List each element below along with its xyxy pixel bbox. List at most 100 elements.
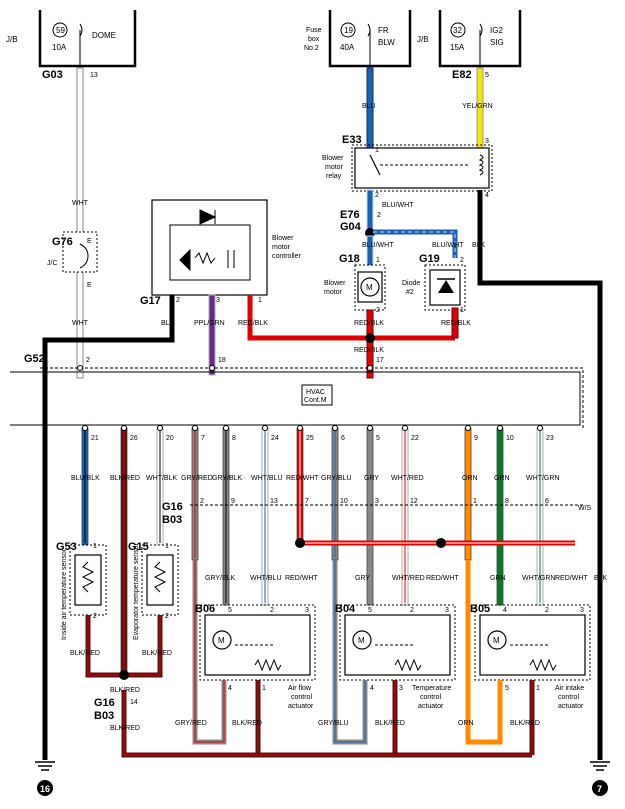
conn-e33: E33 (342, 134, 362, 146)
relay-label-3: relay (326, 173, 342, 180)
conn-g04: G04 (340, 221, 362, 233)
ground-left-symbol (35, 761, 55, 796)
actuator-intake (474, 604, 591, 681)
conn-b05: B05 (470, 603, 490, 615)
b05-pin-3: 3 (580, 607, 584, 614)
relay-label-2: motor (325, 164, 344, 171)
actuator-bottom-wires (121, 560, 535, 758)
g76-e-top: E (87, 238, 92, 245)
hvac-pin-dot-20 (157, 425, 163, 431)
controller-label-3: controller (272, 253, 301, 260)
g19-pin-1: 1 (460, 307, 464, 314)
g15-pin-1: 1 (165, 543, 169, 550)
g53-blkred-label: BLK/RED (70, 650, 100, 657)
hvac-wire-label-23: WHT/GRN (526, 475, 559, 482)
blower-motor-symbol (360, 277, 380, 297)
conn-b03b: B03 (94, 710, 114, 722)
blower-relay-body (354, 147, 490, 189)
g16-pin-12: 12 (410, 498, 418, 505)
sensor-inside-label: Inside air temperature sensor (61, 548, 68, 640)
wire-blu-label: BLU (362, 103, 376, 110)
wire-wht-left (76, 30, 84, 379)
fuse-blw-name-2: BLW (378, 38, 395, 47)
wire-blk-right (477, 190, 603, 760)
b06-wire-redwht: RED/WHT (285, 575, 318, 582)
b06-wire-whtblu: WHT/BLU (250, 575, 282, 582)
jb-right-label: J/B (417, 35, 429, 44)
g15-blkred-label: BLK/RED (142, 650, 172, 657)
g53-pin-1: 1 (93, 543, 97, 550)
act-temp-label-2: control (420, 694, 441, 701)
hvac-wire-label-5: GRY (364, 475, 379, 482)
act-intake-label-1: Air intake (555, 685, 584, 692)
hvac-lower-wires (81, 425, 544, 676)
hvac-wire-label-9: ORN (462, 475, 478, 482)
conn-g15: G15 (128, 541, 149, 553)
hvac-wire-label-20: WHT/BLK (146, 475, 177, 482)
hvac-pin-dot-7 (192, 425, 198, 431)
hvac-pin-22: 22 (411, 435, 419, 442)
hvac-wire-label-22: WHT/RED (391, 475, 424, 482)
act-air-label-3: actuator (288, 703, 314, 710)
g17-pin-2: 2 (176, 297, 180, 304)
wire-ppl-grn-label: PPL/GRN (194, 320, 225, 327)
wire-wht-mid-label: WHT (72, 320, 89, 327)
hvac-wire-label-24: WHT/BLU (251, 475, 283, 482)
g53-pin-2: 2 (93, 613, 97, 620)
fuse-dome-number: 59 (56, 26, 65, 35)
hvac-wire-label-10: GRN (494, 475, 510, 482)
junc-blkred-label: BLK/RED (110, 687, 140, 694)
b06-pin-4: 4 (228, 685, 232, 692)
jc-g76-symbol (79, 243, 89, 269)
blower-motor-label-2: motor (324, 289, 343, 296)
b06-pin-5: 5 (228, 607, 232, 614)
relay-switch (369, 154, 381, 176)
wire-blk-left (42, 295, 175, 760)
hvac-pin-21: 21 (91, 435, 99, 442)
hvac-pin-dot-8 (223, 425, 229, 431)
conn-e76-pin: 2 (377, 212, 381, 219)
fuse-dome-name: DOME (92, 31, 116, 40)
splice-red-blk (365, 333, 375, 343)
fuse-ig2-number: 32 (453, 26, 462, 35)
fusebox-label-1: Fuse (306, 27, 322, 34)
conn-b04: B04 (335, 603, 356, 615)
g17-pin-3: 3 (216, 297, 220, 304)
wire-ppl-grn (208, 294, 216, 376)
wire-blu-wht-1 (366, 189, 374, 231)
wire-blu-wht-3-label: BLU/WHT (432, 242, 464, 249)
ground-right-label: 7 (597, 784, 602, 794)
hvac-wire-9 (464, 427, 472, 561)
bot-grublu-label: GRY/BLU (318, 720, 349, 727)
conn-g17: G17 (140, 295, 161, 307)
wire-yel-grn (476, 30, 484, 154)
ground-left-label: 16 (40, 784, 50, 794)
hvac-pin-dot-5 (367, 425, 373, 431)
hvac-pin-labels: 21BLU/BLK26BLK/RED20WHT/BLK7GRY/RED8GRY/… (71, 435, 559, 505)
conn-b06: B06 (195, 603, 215, 615)
hvac-pin-25: 25 (306, 435, 314, 442)
b04-pin-5: 5 (368, 607, 372, 614)
controller-label-2: motor (272, 244, 291, 251)
fuse-ig2-amp: 15A (450, 43, 465, 52)
b05-motor-m: M (493, 636, 500, 645)
b05-pin-2: 2 (545, 607, 549, 614)
b05-wire-grn: GRN (490, 575, 506, 582)
thermistor-inside (81, 561, 95, 593)
relay-coil (478, 154, 484, 176)
wire-red-blk-g18-label: RED/BLK (354, 320, 384, 327)
fuse-ig2-name-2: SIG (490, 38, 504, 47)
hvac-pin-dot-10 (497, 425, 503, 431)
jc-g76-box (62, 231, 98, 273)
conn-g76: G76 (52, 236, 73, 248)
hvac-wire-label-21: BLU/BLK (71, 475, 100, 482)
b04-wire-gry: GRY (355, 575, 370, 582)
b06-pin-2: 2 (270, 607, 274, 614)
jb-left-label: J/B (6, 35, 18, 44)
g18-pin-1: 1 (376, 257, 380, 264)
hvac-pin-dot-23 (537, 425, 543, 431)
b04-pin-3b: 3 (399, 685, 403, 692)
g16-pin-10: 10 (340, 498, 348, 505)
